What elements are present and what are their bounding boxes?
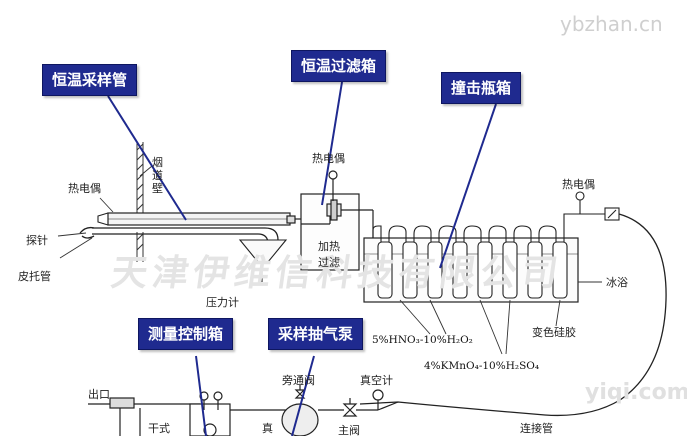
callout-sampling-tube: 恒温采样管: [42, 64, 138, 96]
label-thermocouple-left: 热电偶: [68, 182, 101, 195]
return-hose: [359, 213, 667, 417]
impinger-8-silica: [552, 232, 568, 299]
impinger-connectors: [372, 191, 620, 238]
label-thermocouple-filter: 热电偶: [312, 152, 345, 165]
label-main-valve: 主阀: [338, 424, 360, 437]
bottom-equipment: [88, 385, 399, 437]
impinger-1: [377, 232, 393, 299]
callout-control-box: 测量控制箱: [138, 318, 234, 350]
impinger-bottles: [377, 232, 568, 299]
filter-box: [286, 170, 374, 271]
label-reagent-2: 4%KMnO₄-10%H₂SO₄: [424, 360, 540, 372]
label-outlet: 出口: [88, 388, 110, 401]
sampling-tube: [79, 212, 291, 282]
callout-pointers: [107, 81, 497, 437]
impinger-5: [477, 232, 493, 299]
callout-filter-box: 恒温过滤箱: [291, 50, 387, 82]
label-chimney-wall: 烟道壁: [152, 156, 163, 195]
right-leaders: [399, 281, 602, 355]
label-ice-bath: 冰浴: [606, 276, 628, 289]
chimney-wall: [136, 142, 144, 262]
corner-watermark: yiqi.com: [585, 380, 687, 405]
label-vacuum-gauge: 真空计: [360, 374, 393, 387]
left-leaders: [57, 165, 153, 259]
label-filter: 过滤: [318, 256, 340, 269]
impinger-2: [402, 232, 418, 299]
callout-impinger-box: 撞击瓶箱: [441, 72, 522, 104]
impinger-6: [502, 232, 518, 299]
label-bypass-valve: 旁通阀: [282, 374, 315, 387]
callout-pump: 采样抽气泵: [268, 318, 364, 350]
label-thermocouple-right: 热电偶: [562, 178, 595, 191]
label-connector: 连接管: [520, 422, 553, 435]
site-watermark: ybzhan.cn: [560, 12, 663, 36]
impinger-4: [452, 232, 468, 299]
label-dry-gas-meter: 干式: [148, 422, 170, 435]
label-silica-gel: 变色硅胶: [532, 326, 576, 339]
label-heating: 加热: [318, 240, 340, 253]
impinger-7: [527, 232, 543, 299]
label-pitot: 皮托管: [18, 270, 51, 283]
label-probe: 探针: [26, 234, 48, 247]
label-vacuum: 真: [262, 422, 273, 435]
impinger-3: [427, 232, 443, 299]
label-reagent-1: 5%HNO₃-10%H₂O₂: [372, 334, 473, 346]
label-pressure-gauge: 压力计: [206, 296, 239, 309]
